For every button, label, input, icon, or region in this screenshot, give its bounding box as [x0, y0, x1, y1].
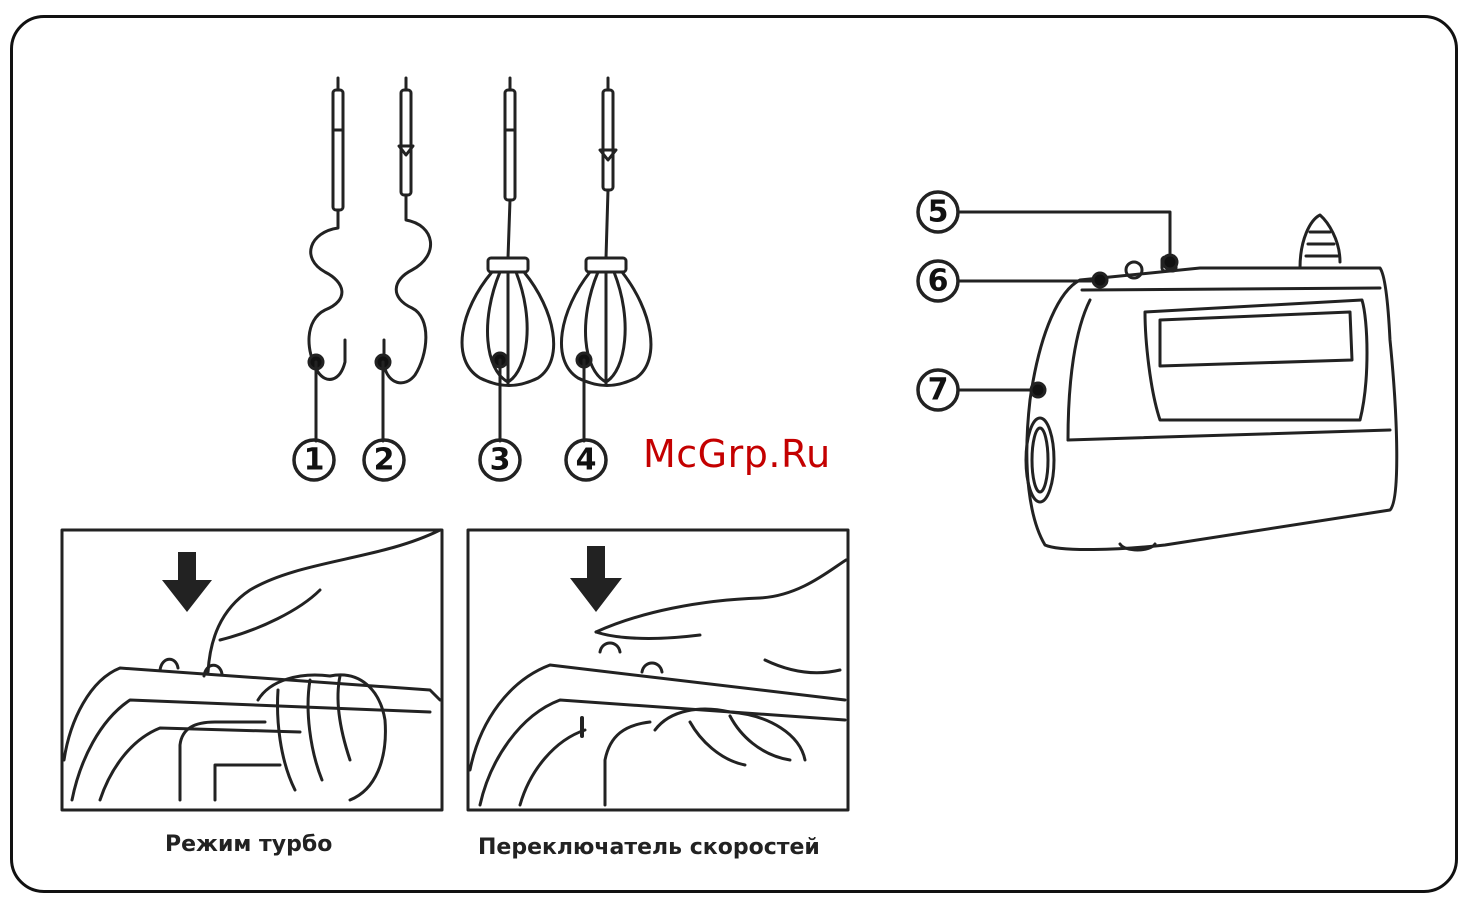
callout-label-1: 1 — [304, 443, 325, 478]
callout-label-2: 2 — [374, 443, 395, 478]
callout-label-6: 6 — [928, 264, 949, 299]
dough-hook-1 — [309, 78, 345, 379]
control-7-marker — [1031, 383, 1045, 397]
watermark: McGrp.Ru — [643, 432, 831, 476]
whisk-4 — [561, 78, 650, 386]
caption-speed-switch: Переключатель скоростей — [478, 835, 820, 860]
leader-lines-5-7 — [958, 212, 1170, 390]
press-arrow-icon-2 — [570, 546, 622, 612]
callout-label-5: 5 — [928, 195, 949, 230]
control-5-marker — [1163, 255, 1177, 269]
press-arrow-icon — [162, 552, 212, 612]
whisk-3 — [462, 78, 554, 386]
caption-turbo-mode: Режим турбо — [165, 832, 332, 857]
callout-label-4: 4 — [576, 443, 597, 478]
dough-hook-2 — [384, 78, 431, 383]
mixer-body — [1026, 215, 1397, 550]
turbo-mode-panel — [62, 530, 442, 810]
speed-switch-panel — [468, 530, 848, 810]
callout-label-7: 7 — [928, 373, 949, 408]
callout-label-3: 3 — [490, 443, 511, 478]
control-6-marker — [1093, 273, 1107, 287]
